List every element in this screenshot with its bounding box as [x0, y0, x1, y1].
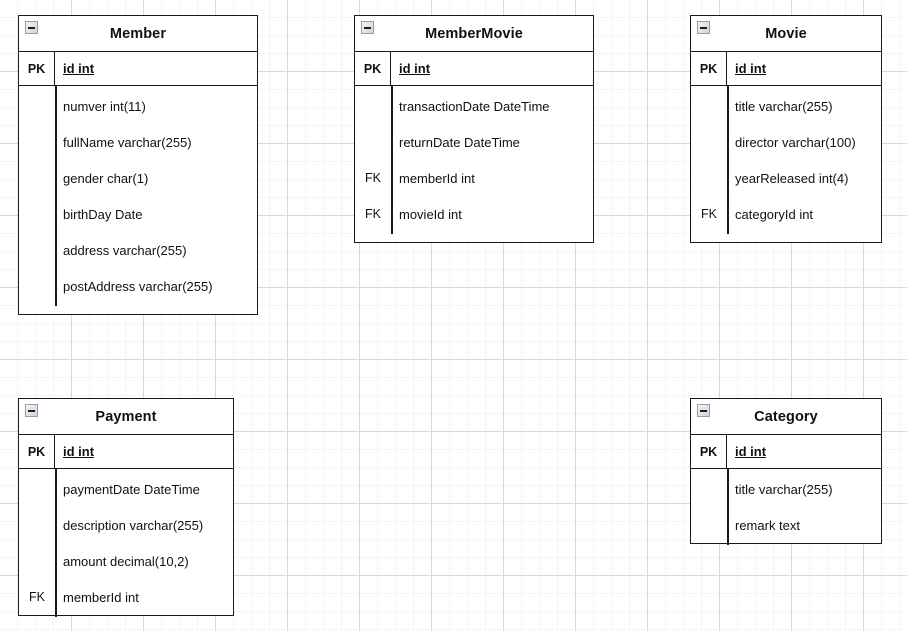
primary-key-cell: id int: [727, 435, 881, 468]
minus-box-icon[interactable]: [697, 21, 710, 34]
key-badge-fk: FK: [365, 171, 381, 185]
minus-box-icon[interactable]: [697, 404, 710, 417]
attribute-label: movieId int: [399, 206, 462, 222]
attribute-row[interactable]: FK memberId int: [355, 160, 593, 196]
attribute-row[interactable]: postAddress varchar(255): [19, 268, 257, 304]
minus-bar-icon: [364, 26, 371, 29]
entity-header: Payment: [19, 399, 233, 435]
key-badge-pk: PK: [691, 435, 727, 468]
column-divider: [727, 469, 729, 545]
primary-key-label: id int: [399, 61, 431, 76]
key-badge-fk: FK: [701, 207, 717, 221]
attribute-label: transactionDate DateTime: [399, 98, 550, 114]
attribute-row[interactable]: FK movieId int: [355, 196, 593, 232]
minus-box-icon[interactable]: [361, 21, 374, 34]
column-divider: [391, 86, 393, 234]
attribute-row[interactable]: birthDay Date: [19, 196, 257, 232]
attribute-label: returnDate DateTime: [399, 134, 520, 150]
attribute-row[interactable]: returnDate DateTime: [355, 124, 593, 160]
entity-title: Payment: [95, 408, 157, 425]
attribute-row[interactable]: director varchar(100): [691, 124, 881, 160]
attribute-label: paymentDate DateTime: [63, 481, 200, 497]
attribute-list: title varchar(255) remark text: [691, 469, 881, 557]
primary-key-row[interactable]: PK id int: [19, 52, 257, 86]
attribute-label: remark text: [735, 517, 801, 533]
minus-box-icon[interactable]: [25, 21, 38, 34]
column-divider: [55, 469, 57, 617]
minus-bar-icon: [700, 26, 707, 29]
attribute-label: address varchar(255): [63, 242, 187, 258]
primary-key-cell: id int: [55, 435, 233, 468]
attribute-label: title varchar(255): [735, 481, 833, 497]
attribute-row[interactable]: title varchar(255): [691, 471, 881, 507]
primary-key-cell: id int: [727, 52, 881, 85]
attribute-list: transactionDate DateTime returnDate DateT…: [355, 86, 593, 246]
attribute-row[interactable]: FK categoryId int: [691, 196, 881, 232]
primary-key-label: id int: [735, 444, 767, 459]
minus-bar-icon: [28, 409, 35, 412]
primary-key-row[interactable]: PK id int: [355, 52, 593, 86]
attribute-row[interactable]: description varchar(255): [19, 507, 233, 543]
key-badge-fk: FK: [29, 590, 45, 604]
primary-key-row[interactable]: PK id int: [691, 52, 881, 86]
column-divider: [55, 86, 57, 306]
entity-header: MemberMovie: [355, 16, 593, 52]
key-badge-pk: PK: [19, 52, 55, 85]
attribute-list: numver int(11) fullName varchar(255) gende…: [19, 86, 257, 318]
attribute-list: paymentDate DateTime description varchar(…: [19, 469, 233, 629]
entity-header: Category: [691, 399, 881, 435]
attribute-row[interactable]: FK memberId int: [19, 579, 233, 615]
attribute-label: postAddress varchar(255): [63, 278, 213, 294]
attribute-label: gender char(1): [63, 170, 149, 186]
attribute-row[interactable]: numver int(11): [19, 88, 257, 124]
entity-title: Member: [109, 25, 167, 42]
primary-key-row[interactable]: PK id int: [19, 435, 233, 469]
attribute-label: amount decimal(10,2): [63, 553, 189, 569]
attribute-label: numver int(11): [63, 98, 146, 114]
attribute-label: memberId int: [399, 170, 475, 186]
key-badge-pk: PK: [691, 52, 727, 85]
attribute-row[interactable]: remark text: [691, 507, 881, 543]
primary-key-label: id int: [63, 444, 95, 459]
entity-title: Movie: [765, 25, 807, 42]
entity-header: Member: [19, 16, 257, 52]
attribute-row[interactable]: address varchar(255): [19, 232, 257, 268]
attribute-label: memberId int: [63, 589, 139, 605]
attribute-row[interactable]: transactionDate DateTime: [355, 88, 593, 124]
primary-key-label: id int: [735, 61, 767, 76]
column-divider: [727, 86, 729, 234]
minus-bar-icon: [700, 409, 707, 412]
attribute-row[interactable]: title varchar(255): [691, 88, 881, 124]
attribute-row[interactable]: gender char(1): [19, 160, 257, 196]
primary-key-cell: id int: [391, 52, 593, 85]
attribute-label: fullName varchar(255): [63, 134, 192, 150]
entity-title: MemberMovie: [425, 25, 523, 42]
primary-key-cell: id int: [55, 52, 257, 85]
attribute-row[interactable]: yearReleased int(4): [691, 160, 881, 196]
attribute-label: description varchar(255): [63, 517, 204, 533]
attribute-row[interactable]: fullName varchar(255): [19, 124, 257, 160]
attribute-label: yearReleased int(4): [735, 170, 849, 186]
primary-key-row[interactable]: PK id int: [691, 435, 881, 469]
minus-box-icon[interactable]: [25, 404, 38, 417]
attribute-label: director varchar(100): [735, 134, 856, 150]
entity-header: Movie: [691, 16, 881, 52]
key-badge-pk: PK: [355, 52, 391, 85]
attribute-list: title varchar(255) director varchar(100) y…: [691, 86, 881, 246]
attribute-label: categoryId int: [735, 206, 814, 222]
attribute-row[interactable]: paymentDate DateTime: [19, 471, 233, 507]
key-badge-fk: FK: [365, 207, 381, 221]
key-badge-pk: PK: [19, 435, 55, 468]
attribute-label: title varchar(255): [735, 98, 833, 114]
entity-title: Category: [754, 408, 818, 425]
attribute-row[interactable]: amount decimal(10,2): [19, 543, 233, 579]
attribute-label: birthDay Date: [63, 206, 143, 222]
primary-key-label: id int: [63, 61, 95, 76]
minus-bar-icon: [28, 26, 35, 29]
